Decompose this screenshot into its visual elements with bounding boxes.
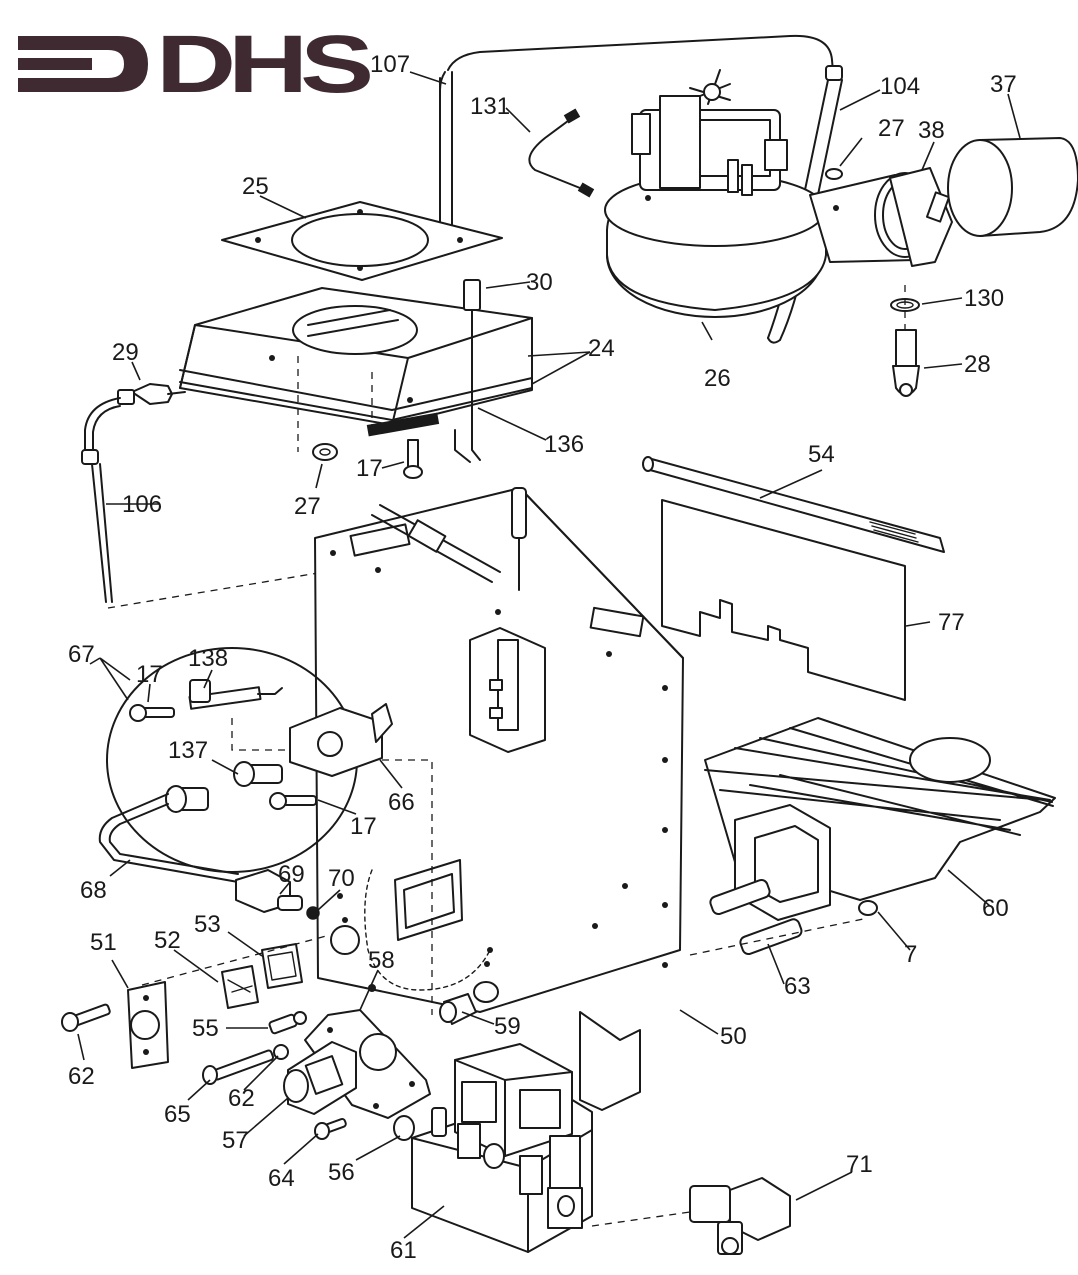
callout-7: 7 — [904, 941, 917, 968]
glass-52 — [221, 965, 259, 1009]
burner-60 — [689, 717, 1056, 956]
screw-17-top — [403, 439, 423, 479]
end-cap-37 — [947, 137, 1078, 237]
screw-64 — [314, 1117, 347, 1140]
gasket-25 — [221, 201, 503, 281]
callout-137: 137 — [168, 737, 208, 764]
callout-136: 136 — [544, 431, 584, 458]
bracket-58 — [304, 1009, 431, 1119]
leader-lines — [77, 71, 1021, 1239]
callout-labels: 107 131 104 37 27 38 25 30 130 29 24 26 … — [68, 51, 1017, 1264]
logo-arrow-icon — [18, 36, 148, 92]
callout-27-lower: 27 — [294, 493, 321, 520]
fitting-29 — [117, 383, 186, 405]
sensor-30 — [454, 279, 481, 463]
screw-65 — [202, 1049, 274, 1085]
callout-60: 60 — [982, 895, 1009, 922]
o-ring-56 — [393, 1115, 415, 1141]
callout-26: 26 — [704, 365, 731, 392]
callout-66: 66 — [388, 789, 415, 816]
valve-57 — [283, 1041, 357, 1115]
inset-detail-67 — [98, 647, 393, 883]
callout-107: 107 — [370, 51, 410, 78]
callout-67: 67 — [68, 641, 95, 668]
gas-valve-61 — [411, 1043, 691, 1253]
hood-24 — [179, 287, 533, 437]
fan-assembly-26 — [604, 69, 953, 318]
callout-69: 69 — [278, 861, 305, 888]
callout-30: 30 — [526, 269, 553, 296]
fitting-28 — [892, 285, 920, 397]
callout-17-lower: 17 — [350, 813, 377, 840]
nut-27-lower — [312, 443, 338, 461]
callout-65: 65 — [164, 1101, 191, 1128]
callout-25: 25 — [242, 173, 269, 200]
callout-58: 58 — [368, 947, 395, 974]
plate-51 — [127, 981, 169, 1069]
callout-70: 70 — [328, 865, 355, 892]
callout-38: 38 — [918, 117, 945, 144]
wire-131 — [528, 108, 595, 198]
logo-text: DHS — [156, 19, 370, 110]
callout-62-middle: 62 — [228, 1085, 255, 1112]
callout-27-upper: 27 — [878, 115, 905, 142]
callout-29: 29 — [112, 339, 139, 366]
callout-131: 131 — [470, 93, 510, 120]
callout-68: 68 — [80, 877, 107, 904]
screw-55 — [268, 1011, 307, 1035]
callout-28: 28 — [964, 351, 991, 378]
gasket-53 — [261, 943, 303, 989]
callout-37: 37 — [990, 71, 1017, 98]
nut-27-upper — [825, 168, 843, 180]
dhs-logo: DHS — [18, 19, 376, 110]
callout-24: 24 — [588, 335, 615, 362]
callout-59: 59 — [494, 1013, 521, 1040]
callout-130: 130 — [964, 285, 1004, 312]
callout-71: 71 — [846, 1151, 873, 1178]
callout-57: 57 — [222, 1127, 249, 1154]
rod-54 — [642, 456, 945, 553]
callout-63: 63 — [784, 973, 811, 1000]
fitting-71 — [689, 1177, 791, 1255]
callout-50: 50 — [720, 1023, 747, 1050]
screw-62-left — [61, 1003, 111, 1032]
callout-104: 104 — [880, 73, 920, 100]
callout-51: 51 — [90, 929, 117, 956]
callout-54: 54 — [808, 441, 835, 468]
fitting-69 — [235, 869, 303, 913]
callout-55: 55 — [192, 1015, 219, 1042]
fitting-59 — [439, 981, 499, 1025]
callout-17-inset: 17 — [136, 661, 163, 688]
callout-56: 56 — [328, 1159, 355, 1186]
callout-17-top: 17 — [356, 455, 383, 482]
shield-77 — [661, 499, 906, 701]
callout-106: 106 — [122, 491, 162, 518]
callout-53: 53 — [194, 911, 221, 938]
callout-52: 52 — [154, 927, 181, 954]
callout-138: 138 — [188, 645, 228, 672]
callout-62-left: 62 — [68, 1063, 95, 1090]
nut-70 — [306, 906, 320, 920]
callout-64: 64 — [268, 1165, 295, 1192]
callout-61: 61 — [390, 1237, 417, 1264]
callout-77: 77 — [938, 609, 965, 636]
